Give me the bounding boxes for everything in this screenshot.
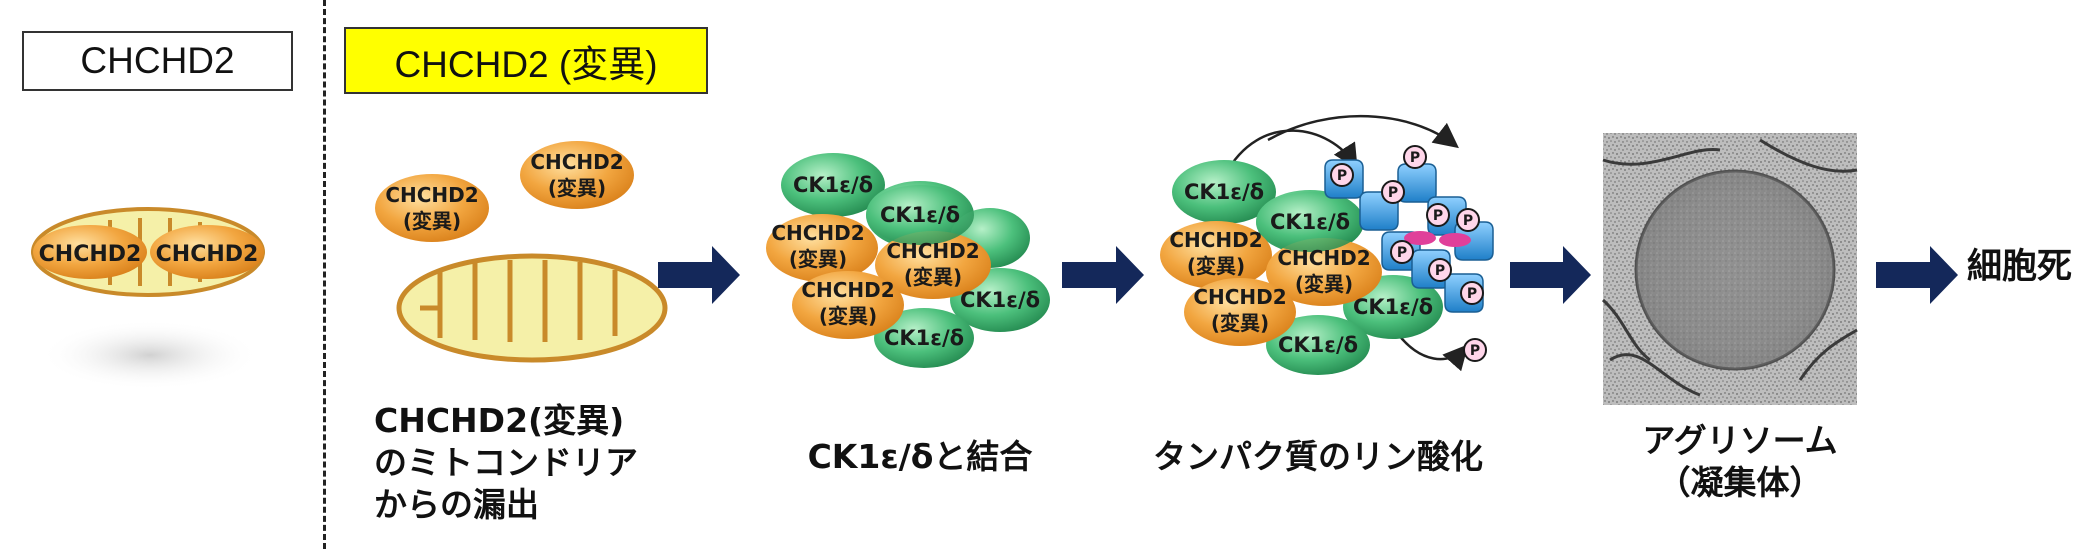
- chchd2-mutant-label: CHCHD2: [1169, 228, 1262, 252]
- phospho-label: P: [1435, 263, 1445, 279]
- leakage-panel: CHCHD2 (変異) CHCHD2 (変異): [375, 141, 668, 363]
- normal-label: CHCHD2: [80, 40, 235, 81]
- dashed-divider: [323, 0, 326, 549]
- chchd2-blob: [150, 225, 264, 279]
- chchd2-mutant-label: (変異): [403, 209, 461, 233]
- chchd2-mutant-label: (変異): [904, 265, 962, 289]
- protein-block: [1397, 163, 1437, 203]
- binding-cluster: [766, 153, 1050, 368]
- mitochondrion-shadow: [40, 320, 260, 390]
- ck1-label: CK1ε/δ: [1278, 333, 1358, 357]
- flow-arrow: [1062, 246, 1144, 304]
- chchd2-mutant-blob: [1184, 278, 1296, 346]
- pink-marker: [1404, 231, 1436, 245]
- chchd2-label: CHCHD2: [39, 242, 142, 267]
- ck1-label: CK1ε/δ: [793, 173, 873, 197]
- chchd2-mutant-label: CHCHD2: [801, 278, 894, 302]
- binding-labels: CK1ε/δ CK1ε/δ CK1ε/δ CK1ε/δ CHCHD2 (変異) …: [771, 173, 1040, 350]
- ck1-blob: [781, 153, 885, 217]
- step-caption-binding: CK1ε/δと結合: [807, 437, 1033, 476]
- phosphorylation-labels: CK1ε/δ CK1ε/δ CK1ε/δ CK1ε/δ CHCHD2 (変異) …: [1169, 180, 1433, 357]
- chchd2-mutant-label: CHCHD2: [1193, 285, 1286, 309]
- mutant-label: CHCHD2 (変異): [394, 43, 658, 85]
- step-caption-leakage: CHCHD2(変異) のミトコンドリア からの漏出: [374, 401, 638, 524]
- ck1-blob: [1266, 315, 1370, 375]
- chchd2-mutant-blob: [375, 174, 489, 242]
- flow-arrow: [1876, 246, 1958, 304]
- membrane-lines: [1601, 138, 1858, 397]
- chchd2-mutant-label: CHCHD2: [530, 150, 623, 174]
- chchd2-blob: [33, 225, 147, 279]
- phospho-circle: [1403, 145, 1427, 169]
- chchd2-label: CHCHD2: [156, 242, 259, 267]
- chchd2-mutant-label: CHCHD2: [385, 183, 478, 207]
- ck1-blob: [1172, 160, 1276, 224]
- ck1-label: CK1ε/δ: [1184, 180, 1264, 204]
- chchd2-mutant-label: CHCHD2: [1277, 246, 1370, 270]
- chchd2-mutant-blob: [1266, 238, 1382, 306]
- ck1-label: CK1ε/δ: [880, 203, 960, 227]
- chchd2-mutant-label: (変異): [1211, 311, 1269, 335]
- ck1-label: CK1ε/δ: [1353, 295, 1433, 319]
- mitochondrion-cristae: [420, 260, 618, 342]
- chchd2-mutant-label: (変異): [1187, 254, 1245, 278]
- ck1-label: CK1ε/δ: [884, 326, 964, 350]
- phospho-circle: [1428, 258, 1452, 282]
- phospho-label: P: [1470, 343, 1480, 359]
- phospho-circle: [1330, 163, 1354, 187]
- phospho-circle: [1460, 281, 1484, 305]
- phospho-label: P: [1337, 168, 1347, 184]
- flow-arrow: [658, 246, 740, 304]
- chchd2-mutant-blob: [766, 214, 878, 282]
- chchd2-mutant-label: (変異): [548, 176, 606, 200]
- phospho-circle: [1426, 203, 1450, 227]
- normal-mitochondrion: CHCHD2 CHCHD2: [31, 207, 265, 390]
- chchd2-mutant-blob: [875, 231, 991, 299]
- phospho-circle: [1463, 338, 1487, 362]
- chchd2-mutant-blob: [792, 271, 904, 339]
- ck1-label: CK1ε/δ: [1270, 210, 1350, 234]
- step-caption-phosphorylation: タンパク質のリン酸化: [1153, 437, 1483, 476]
- phospho-label: P: [1388, 185, 1398, 201]
- phospho-label: P: [1433, 208, 1443, 224]
- chchd2-mutant-label: CHCHD2: [771, 221, 864, 245]
- phospho-label: P: [1410, 150, 1420, 166]
- normal-label-box: CHCHD2: [22, 31, 293, 91]
- phospho-label: P: [1463, 213, 1473, 229]
- step-caption-aggresome: アグリソーム （凝集体）: [1642, 421, 1838, 502]
- phospho-circle: [1381, 180, 1405, 204]
- ck1-blob: [874, 308, 974, 368]
- chchd2-mutant-label: CHCHD2: [886, 239, 979, 263]
- chchd2-mutant-blob: [520, 141, 634, 209]
- chchd2-mutant-blob: [1160, 221, 1272, 289]
- aggresome-micrograph: [1601, 133, 1858, 405]
- chchd2-mutant-label: (変異): [789, 247, 847, 271]
- phospho-label: P: [1397, 245, 1407, 261]
- phospho-label: P: [1467, 286, 1477, 302]
- phospho-circle: [1390, 240, 1414, 264]
- chchd2-mutant-label: (変異): [819, 304, 877, 328]
- mutant-label-box: CHCHD2 (変異): [344, 27, 708, 94]
- ck1-label: CK1ε/δ: [960, 288, 1040, 312]
- step-caption-cell-death: 細胞死: [1967, 247, 2073, 287]
- mitochondrion-outer: [396, 253, 668, 363]
- pink-marker: [1439, 233, 1471, 247]
- chchd2-mutant-label: (変異): [1295, 272, 1353, 296]
- flow-arrow: [1510, 246, 1591, 304]
- phospho-circle: [1456, 208, 1480, 232]
- phosphorylation-cluster: P P P P P P P P P: [1160, 114, 1494, 375]
